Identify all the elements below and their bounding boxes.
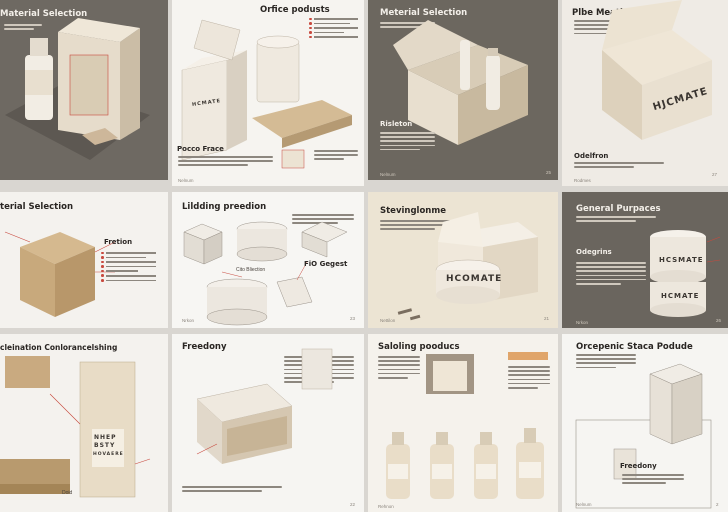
panel-footer: Nettilon <box>380 318 396 323</box>
panel-footer: Nrkon <box>182 318 195 323</box>
box-jar-illustration <box>397 212 538 321</box>
bullet-list <box>309 17 358 41</box>
page-number: 21 <box>544 316 550 321</box>
panel-footer: Rehnon <box>378 504 394 509</box>
box-diagram-illustration <box>575 363 712 509</box>
panel-subtitle: Odelfron <box>574 152 609 160</box>
jar-label-bottom: HCMATE <box>661 292 700 300</box>
text-block <box>380 22 435 30</box>
page-number: 23 <box>350 316 356 321</box>
panel-title: Orcepenic Staca Podude <box>576 342 693 352</box>
panel-plbe-meatire: Plbe Meatire HJCMATE Odelfron Rodmes 27 <box>562 0 728 186</box>
text-block <box>380 220 455 233</box>
panel-title: Stevinglonme <box>380 206 446 216</box>
panel-subtitle: Freedony <box>620 462 657 470</box>
text-block <box>378 356 420 381</box>
panel-footer: Nelnum <box>380 172 396 177</box>
pouch-line-2: BSTY <box>94 442 116 449</box>
panel-saloling-products: Saloling pooducs Rehnon <box>368 334 558 512</box>
panel-lildding-preedion: Lildding preedion Cito Bliection FiO Geg… <box>172 192 364 328</box>
bottle-lineup-illustration <box>386 352 548 499</box>
text-block <box>182 486 282 494</box>
text-block <box>576 262 646 287</box>
tray-illustration <box>196 348 333 464</box>
panel-title: cleination Conlorancelshing <box>0 343 118 352</box>
text-block <box>622 474 684 487</box>
panel-subtitle: Fretion <box>104 238 133 246</box>
panel-footer: Nelnum <box>576 502 592 507</box>
page-number: 22 <box>350 502 356 507</box>
panel-footer: Nelnum <box>178 178 194 183</box>
panel-freedony: Freedony 22 <box>172 334 364 512</box>
panel-subtitle: Odegrins <box>576 248 612 256</box>
panel-orfice-products: Orfice podusts HCMATE Pocco Frace Nelnum <box>172 0 364 186</box>
panel-title: General Purpaces <box>576 204 661 214</box>
jar-product-name: HCOMATE <box>446 274 503 284</box>
text-block <box>292 214 354 227</box>
text-block <box>178 156 273 169</box>
text-block <box>380 132 435 153</box>
panel-title: Plbe Meatire <box>572 8 633 18</box>
text-block <box>574 162 664 170</box>
panel-title: Meterial Selection <box>380 8 468 18</box>
panel-title: Saloling pooducs <box>378 342 460 352</box>
panel-orcepenic-staca: Orcepenic Staca Podude Freedony Nelnum 2 <box>562 334 728 512</box>
page-number: 25 <box>546 170 552 175</box>
page-number: 27 <box>712 172 718 177</box>
stacked-jars-illustration <box>650 230 721 317</box>
kraft-box-illustration <box>4 231 116 317</box>
panel-subtitle: Pocco Frace <box>177 145 224 153</box>
panel-material-selection: Material Selection <box>0 0 168 180</box>
text-block <box>576 354 636 371</box>
text-block <box>574 20 624 37</box>
open-box-illustration <box>393 20 528 145</box>
cube-cylinder-illustrations <box>183 221 348 326</box>
pouch-line-3: HOVAERE <box>93 452 124 457</box>
pouch-label-illustration <box>0 356 151 498</box>
panel-title: Lildding preedion <box>182 202 267 212</box>
bottle-box-illustration <box>5 18 150 160</box>
illustration-label: Cito Bliection <box>236 267 266 273</box>
text-block <box>314 150 358 163</box>
panel-title: Orfice podusts <box>260 5 330 15</box>
text-block <box>508 366 550 391</box>
panel-conlorancelshing: cleination Conlorancelshing NHEP BSTY HO… <box>0 334 168 512</box>
panel-title: Material Selection <box>0 9 88 19</box>
panel-title: Freedony <box>182 342 227 352</box>
panel-general-purpaces: General Purpaces Odegrins HCSMATE HCMATE… <box>562 192 728 328</box>
panel-footer: Nrkon <box>576 320 589 325</box>
mailer-box-illustration <box>602 0 712 140</box>
box-jar-illustration <box>181 19 352 169</box>
callout-label: Doid <box>62 490 73 496</box>
page-number: 2 <box>716 502 719 507</box>
text-block <box>576 216 656 224</box>
jar-label-top: HCSMATE <box>659 256 704 264</box>
panel-footer: Rodmes <box>574 178 591 183</box>
page-number: 26 <box>716 318 722 323</box>
text-block <box>4 24 42 32</box>
panel-stevinglonme: Stevinglonme HCOMATE Nettilon 21 <box>368 192 558 328</box>
panel-meterial-selection: Meterial Selection Risleton Nelnum 25 <box>368 0 558 180</box>
bullet-list <box>101 251 156 284</box>
pouch-line-1: NHEP <box>94 434 117 441</box>
panel-title: terial Selection <box>0 202 74 212</box>
panel-terial-selection: terial Selection Fretion <box>0 192 168 328</box>
panel-subtitle: Risleton <box>380 120 413 128</box>
callout-label: FiO Gegest <box>304 260 348 268</box>
